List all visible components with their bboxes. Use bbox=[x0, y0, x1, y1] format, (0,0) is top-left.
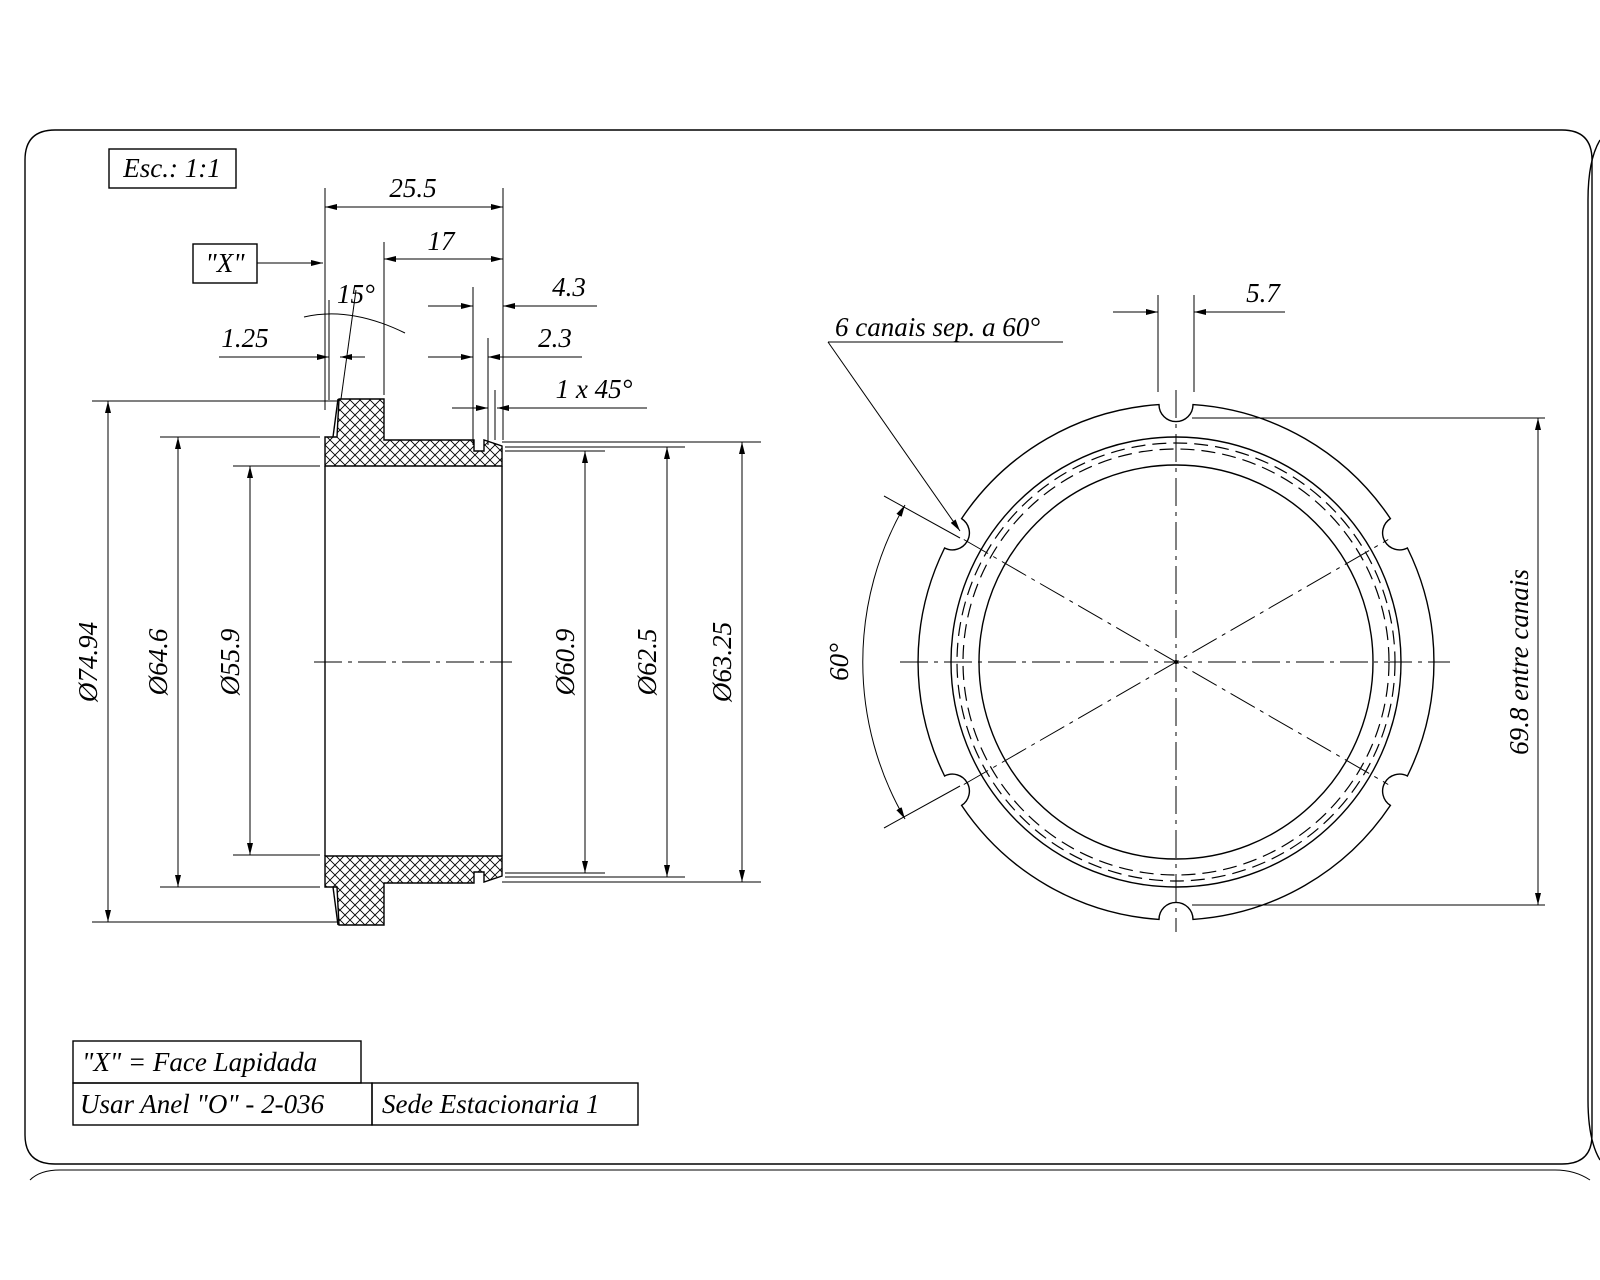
section-bottom-hatch bbox=[324, 855, 503, 926]
dim-4-3: 4.3 bbox=[552, 272, 586, 302]
dia-62-5: Ø62.5 bbox=[632, 629, 662, 697]
dia-63-25: Ø63.25 bbox=[707, 622, 737, 703]
dim-angle-15: 15° bbox=[337, 279, 375, 309]
dim-length-17: 17 bbox=[428, 226, 457, 256]
dia-64-6: Ø64.6 bbox=[143, 628, 173, 696]
outer-ring-with-channels bbox=[917, 403, 1435, 921]
dim-angle-60: 60° bbox=[824, 643, 854, 681]
front-view: 5.7 6 canais sep. a 60° 60° 69.8 entre c… bbox=[824, 278, 1545, 932]
dim-between-channels: 69.8 entre canais bbox=[1504, 569, 1534, 755]
section-view: 25.5 17 15° 1.25 4.3 2.3 1 x 45° bbox=[73, 173, 761, 926]
dim-chamfer: 1 x 45° bbox=[556, 374, 633, 404]
notes-table: "X" = Face Lapidada Usar Anel "O" - 2-03… bbox=[72, 1040, 639, 1126]
reference-x-box: "X" bbox=[192, 243, 323, 284]
dia-60-9: Ø60.9 bbox=[550, 628, 580, 696]
section-top-hatch bbox=[324, 398, 503, 467]
note-channels: 6 canais sep. a 60° bbox=[835, 312, 1040, 342]
dia-55-9: Ø55.9 bbox=[215, 628, 245, 696]
scale-label: Esc.: 1:1 bbox=[122, 153, 220, 183]
oring-note: Usar Anel "O" - 2-036 bbox=[80, 1089, 325, 1119]
center-point bbox=[1174, 660, 1178, 664]
dim-slot-width: 5.7 bbox=[1246, 278, 1281, 308]
dia-74-94: Ø74.94 bbox=[73, 622, 103, 703]
scale-box: Esc.: 1:1 bbox=[108, 148, 237, 189]
drawing-frame bbox=[24, 129, 1600, 1181]
dim-2-3: 2.3 bbox=[538, 323, 572, 353]
face-note: "X" = Face Lapidada bbox=[82, 1047, 317, 1077]
dim-overall-length: 25.5 bbox=[389, 173, 436, 203]
reference-x-label: "X" bbox=[205, 248, 245, 278]
dim-1-25: 1.25 bbox=[221, 323, 268, 353]
part-name: Sede Estacionaria 1 bbox=[382, 1089, 599, 1119]
